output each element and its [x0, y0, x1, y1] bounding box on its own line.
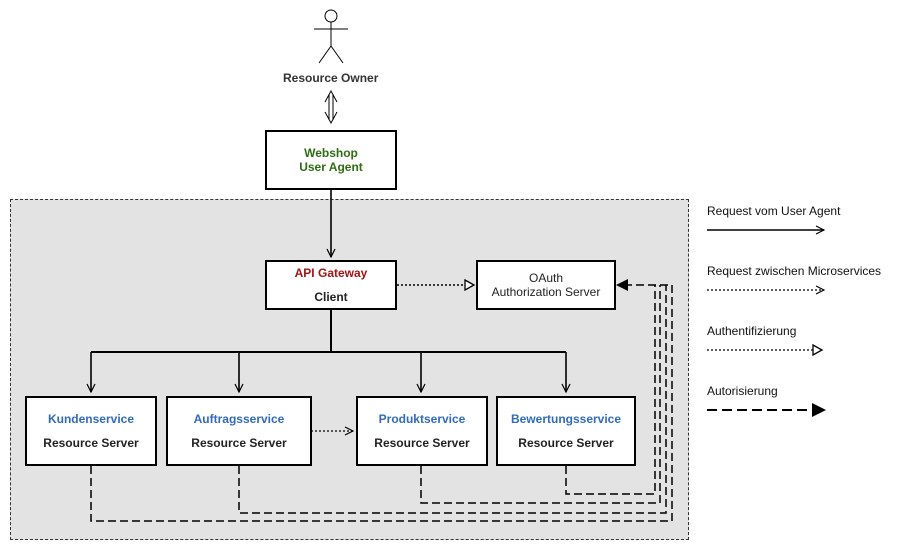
api-gateway-title: API Gateway	[294, 266, 368, 280]
owner-webshop-link	[324, 89, 338, 125]
legend-authorization-arrowhead	[812, 403, 826, 417]
gateway-service-bus	[91, 310, 566, 392]
webshop-box: Webshop User Agent	[265, 130, 397, 190]
service-box-auftragsservice: Auftragsservice Resource Server	[166, 396, 312, 466]
legend-authorization-label: Autorisierung	[707, 384, 778, 398]
service-box-bewertungsservice: Bewertungsservice Resource Server	[496, 396, 636, 466]
service-name: Produktservice	[378, 412, 466, 426]
authorization-paths	[90, 284, 673, 522]
resource-owner-figure	[314, 9, 348, 64]
resource-owner-label: Resource Owner	[283, 71, 379, 85]
service-box-kundenservice: Kundenservice Resource Server	[25, 396, 157, 466]
webshop-title: Webshop	[304, 146, 358, 160]
api-gateway-subtitle: Client	[314, 290, 348, 304]
legend-user-agent-label: Request vom User Agent	[707, 204, 841, 218]
service-name: Auftragsservice	[193, 412, 285, 426]
service-role: Resource Server	[518, 436, 614, 450]
service-role: Resource Server	[374, 436, 470, 450]
oauth-server-box: OAuth Authorization Server	[476, 260, 616, 310]
service-name: Bewertungsservice	[510, 412, 622, 426]
oauth-title: OAuth	[528, 271, 564, 285]
service-box-produktservice: Produktservice Resource Server	[356, 396, 488, 466]
api-gateway-box: API Gateway Client	[265, 260, 397, 310]
service-role: Resource Server	[191, 436, 287, 450]
webshop-subtitle: User Agent	[299, 160, 363, 174]
legend-authentication-label: Authentifizierung	[707, 324, 797, 338]
oauth-subtitle: Authorization Server	[491, 285, 601, 299]
backend-zone	[10, 199, 689, 540]
service-role: Resource Server	[43, 436, 139, 450]
legend-microservices-label: Request zwischen Microservices	[707, 264, 882, 278]
service-name: Kundenservice	[47, 412, 135, 426]
oauth-authorization-arrowhead	[616, 279, 628, 291]
